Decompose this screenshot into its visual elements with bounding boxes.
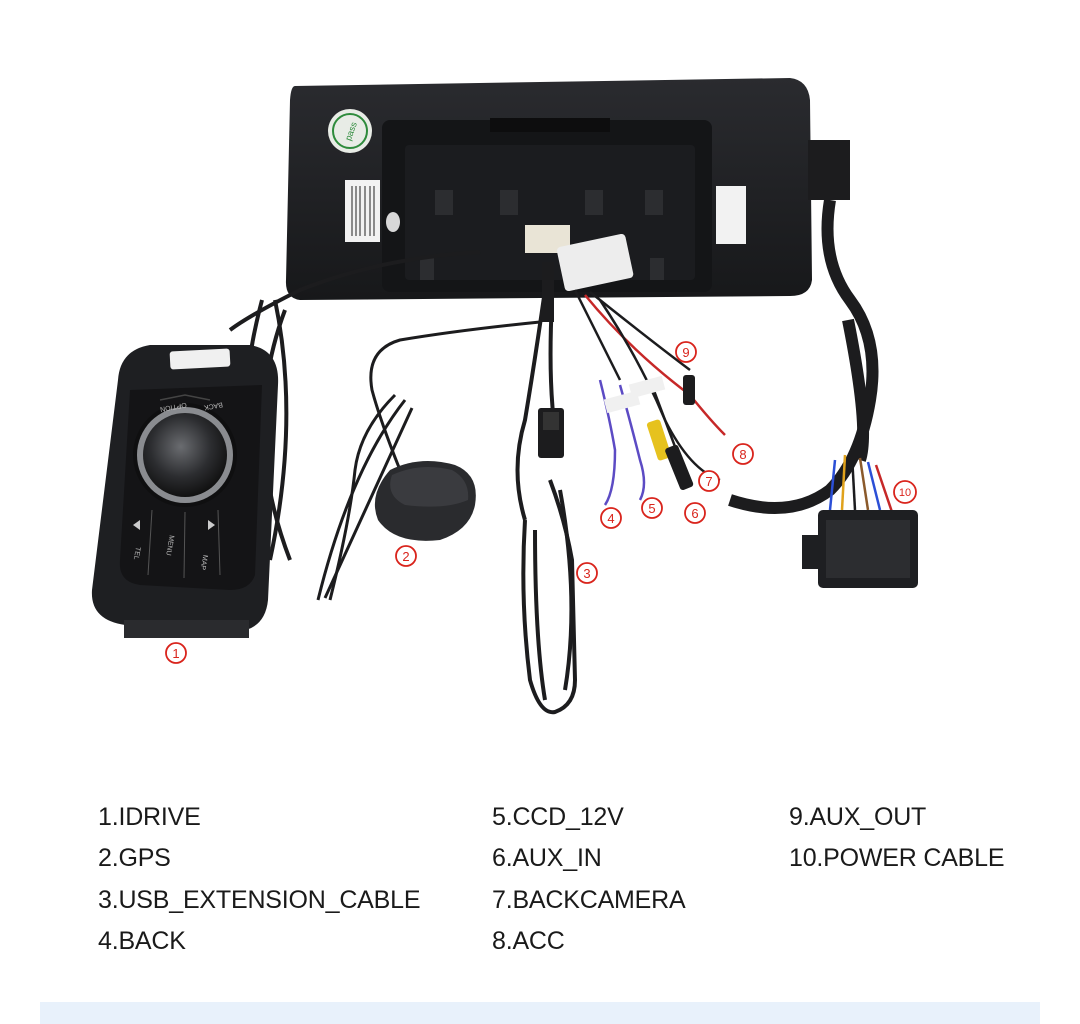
button-label-option: OPTION: [159, 401, 187, 413]
svg-text:9: 9: [682, 345, 689, 360]
usb-cable: [515, 289, 578, 715]
legend-item-usb-extension-cable: 3.USB_EXTENSION_CABLE: [98, 886, 421, 914]
legend-item-acc: 8.ACC: [492, 927, 565, 955]
callout-9: 9: [675, 341, 697, 363]
aux-in-jack: [665, 444, 694, 491]
callout-7: 7: [698, 470, 720, 492]
callout-6: 6: [684, 502, 706, 524]
cable-tag: [556, 233, 634, 292]
legend-item-ccd-12v: 5.CCD_12V: [492, 803, 624, 831]
legend-item-idrive: 1.IDRIVE: [98, 803, 201, 831]
svg-text:4: 4: [607, 511, 614, 526]
footer-band: [40, 1002, 1040, 1024]
legend-item-power-cable: 10.POWER CABLE: [789, 844, 1005, 872]
svg-text:8: 8: [739, 447, 746, 462]
callout-8: 8: [732, 443, 754, 465]
callout-2: 2: [395, 545, 417, 567]
callout-3: 3: [576, 562, 598, 584]
idrive-knob: [143, 413, 227, 497]
svg-text:10: 10: [899, 487, 911, 499]
svg-text:1: 1: [172, 646, 179, 661]
gps-antenna: [316, 320, 541, 601]
button-label-menu: MENU: [164, 534, 174, 556]
svg-text:5: 5: [648, 501, 655, 516]
legend-item-back: 4.BACK: [98, 927, 186, 955]
legend-item-gps: 2.GPS: [98, 844, 171, 872]
head-unit: pass: [285, 78, 850, 300]
barcode-label: [345, 180, 380, 242]
callout-4: 4: [600, 507, 622, 529]
rear-connector: [808, 140, 850, 200]
product-photo: pass BACK OPTION TEL: [91, 78, 918, 715]
callout-5: 5: [641, 497, 663, 519]
legend-item-aux-in: 6.AUX_IN: [492, 844, 602, 872]
legend-item-aux-out: 9.AUX_OUT: [789, 803, 927, 831]
button-label-back: BACK: [203, 400, 223, 410]
button-label-map: MAP: [199, 554, 209, 570]
aux-out-jack: [683, 375, 695, 405]
svg-text:3: 3: [583, 566, 590, 581]
svg-text:6: 6: [691, 506, 698, 521]
legend-item-backcamera: 7.BACKCAMERA: [492, 886, 686, 914]
button-label-tel: TEL: [132, 546, 141, 560]
svg-text:2: 2: [402, 549, 409, 564]
callouts: 1 2 3 4 5 6 7 8: [165, 341, 917, 664]
parts-legend: 1.IDRIVE 2.GPS 3.USB_EXTENSION_CABLE 4.B…: [0, 795, 1080, 975]
power-harness: [728, 199, 879, 514]
idrive-controller: BACK OPTION TEL MENU MAP: [91, 345, 279, 638]
callout-1: 1: [165, 642, 187, 664]
svg-text:7: 7: [705, 474, 712, 489]
pass-sticker: [328, 109, 372, 153]
callout-10: 10: [893, 480, 917, 504]
spec-label: [716, 186, 746, 244]
idrive-sticker: [169, 348, 231, 370]
yellow-rca: [646, 419, 672, 461]
